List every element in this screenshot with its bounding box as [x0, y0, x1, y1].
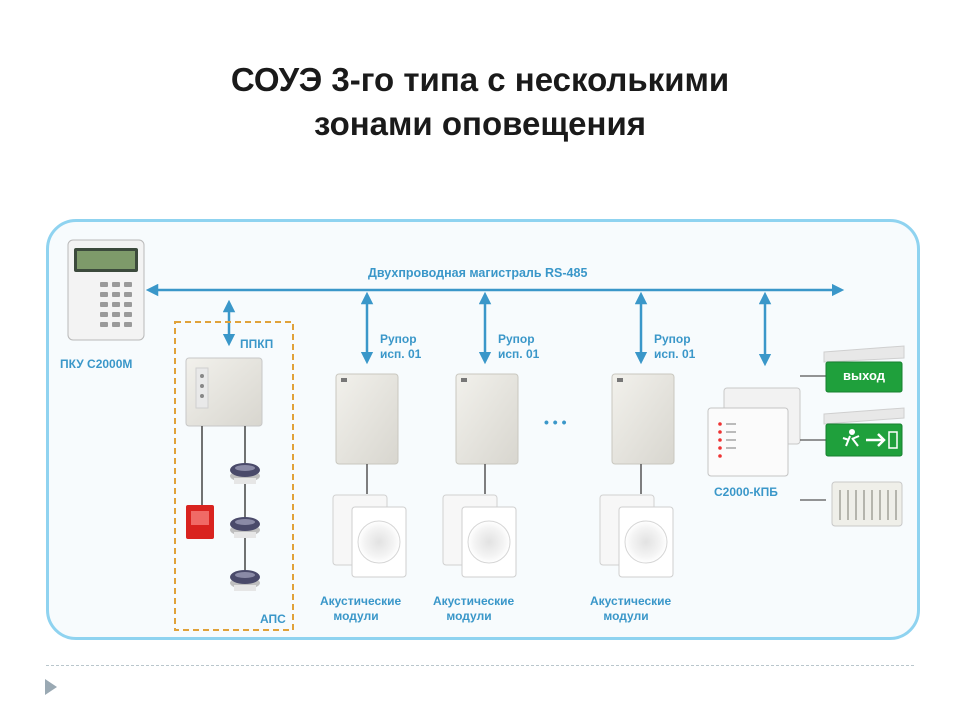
- horn-label-line2: исп. 01: [498, 347, 540, 361]
- acoustic-label-line2: модули: [446, 609, 492, 623]
- horn-label: Рупор исп. 01: [380, 332, 421, 362]
- horn-label: Рупор исп. 01: [654, 332, 695, 362]
- next-slide-icon[interactable]: [44, 678, 58, 696]
- horn-amplifier-device: [455, 373, 519, 465]
- c2000-kpb-label: С2000-КПБ: [714, 485, 778, 499]
- rs485-bus-label: Двухпроводная магистраль RS-485: [368, 266, 588, 280]
- aps-zone-frame: [174, 321, 294, 631]
- horn-label-line1: Рупор: [498, 332, 535, 346]
- title-line-1: СОУЭ 3-го типа с несколькими: [230, 61, 730, 98]
- acoustic-label-line2: модули: [603, 609, 649, 623]
- pku-label: ПКУ С2000М: [60, 357, 133, 371]
- acoustic-label-line1: Акустические: [433, 594, 515, 608]
- horn-label-line2: исп. 01: [654, 347, 696, 361]
- horn-amplifier-device: [611, 373, 675, 465]
- smoke-detector-icon: [230, 517, 260, 538]
- horn-label-line1: Рупор: [380, 332, 417, 346]
- acoustic-label-line1: Акустические: [590, 594, 672, 608]
- acoustic-label-line1: Акустические: [320, 594, 402, 608]
- exit-sign-device: [823, 345, 905, 393]
- ellipsis-more-zones: • • •: [544, 414, 567, 430]
- sounder-device: [831, 481, 903, 527]
- acoustic-label-line2: модули: [333, 609, 379, 623]
- smoke-detector-icon: [230, 570, 260, 591]
- horn-amplifier-device: [335, 373, 399, 465]
- acoustic-module-pair: [599, 494, 674, 578]
- pku-c2000m-device: [67, 239, 145, 341]
- c2000-kpb-device: [707, 387, 801, 477]
- footer-divider: [46, 665, 914, 666]
- acoustic-module-label: Акустические модули: [320, 594, 402, 624]
- acoustic-module-label: Акустические модули: [433, 594, 515, 624]
- aps-label: АПС: [260, 612, 286, 626]
- manual-call-point-icon: [186, 505, 214, 539]
- smoke-detector-icon: [230, 463, 260, 484]
- acoustic-module-pair: [332, 494, 407, 578]
- ppkp-device: [185, 357, 263, 427]
- ppkp-label: ППКП: [240, 337, 274, 351]
- title-line-2: зонами оповещения: [313, 105, 646, 142]
- horn-label-line1: Рупор: [654, 332, 691, 346]
- exit-sign-text: выход: [842, 368, 886, 383]
- acoustic-module-label: Акустические модули: [590, 594, 672, 624]
- exit-sign-running-man-icon: [823, 407, 905, 457]
- acoustic-module-pair: [442, 494, 517, 578]
- page-title: СОУЭ 3-го типа с несколькими зонами опов…: [0, 58, 960, 146]
- horn-label-line2: исп. 01: [380, 347, 422, 361]
- horn-label: Рупор исп. 01: [498, 332, 539, 362]
